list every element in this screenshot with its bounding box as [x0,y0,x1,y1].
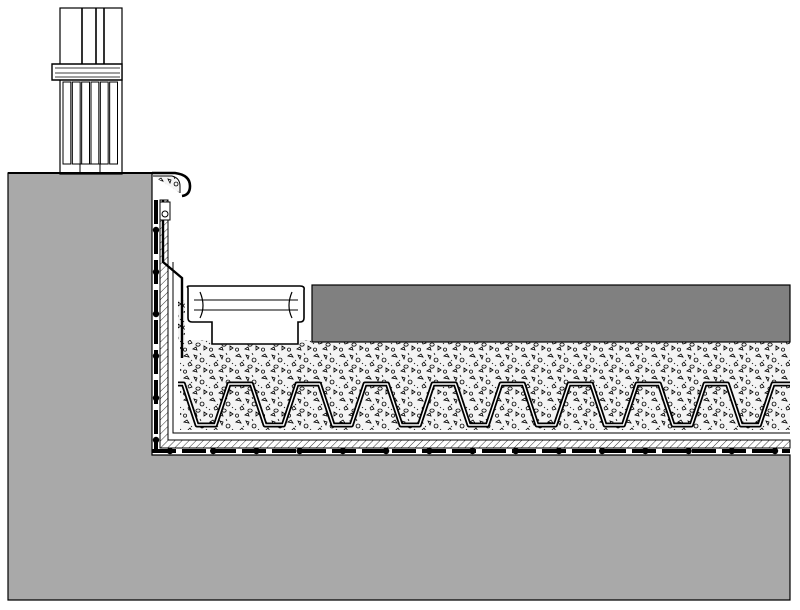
waterproofing-membrane-side [152,200,160,452]
gravel-fill [180,340,790,430]
membrane-dot [152,310,160,318]
membrane-dot [685,447,692,455]
membrane-dot [382,447,390,455]
membrane-dot [598,447,606,455]
membrane-dot [642,447,649,455]
membrane-dot [152,352,160,360]
window-slat [62,81,72,165]
membrane-dot [296,447,303,455]
window-slat [109,81,118,165]
membrane-dot [426,447,433,455]
membrane-dot [210,447,217,455]
membrane-dot [771,447,779,455]
window-slat [99,81,109,165]
drainage-mat [178,381,790,428]
membrane-dot [512,447,519,455]
flashing-profile [152,171,192,358]
membrane-dot [253,447,260,455]
window-frame-slats [62,81,118,165]
drainage-mat-highlight [178,383,790,426]
window-slat [90,81,100,165]
membrane-dot [152,436,160,444]
waterproofing-membrane-bottom [152,447,790,455]
protection-board-layer [159,199,791,449]
window-slat [71,81,81,165]
membrane-dot [152,226,160,234]
membrane-dot [152,394,160,402]
window-frame [51,7,123,175]
paving-slab [311,284,791,343]
membrane-dot [152,268,160,276]
membrane-dot [728,447,735,455]
membrane-dot [166,447,174,455]
drainage-channel [186,285,305,345]
window-slat [81,81,90,165]
membrane-dot [339,447,347,455]
membrane-dot [469,447,476,455]
membrane-dot [555,447,563,455]
